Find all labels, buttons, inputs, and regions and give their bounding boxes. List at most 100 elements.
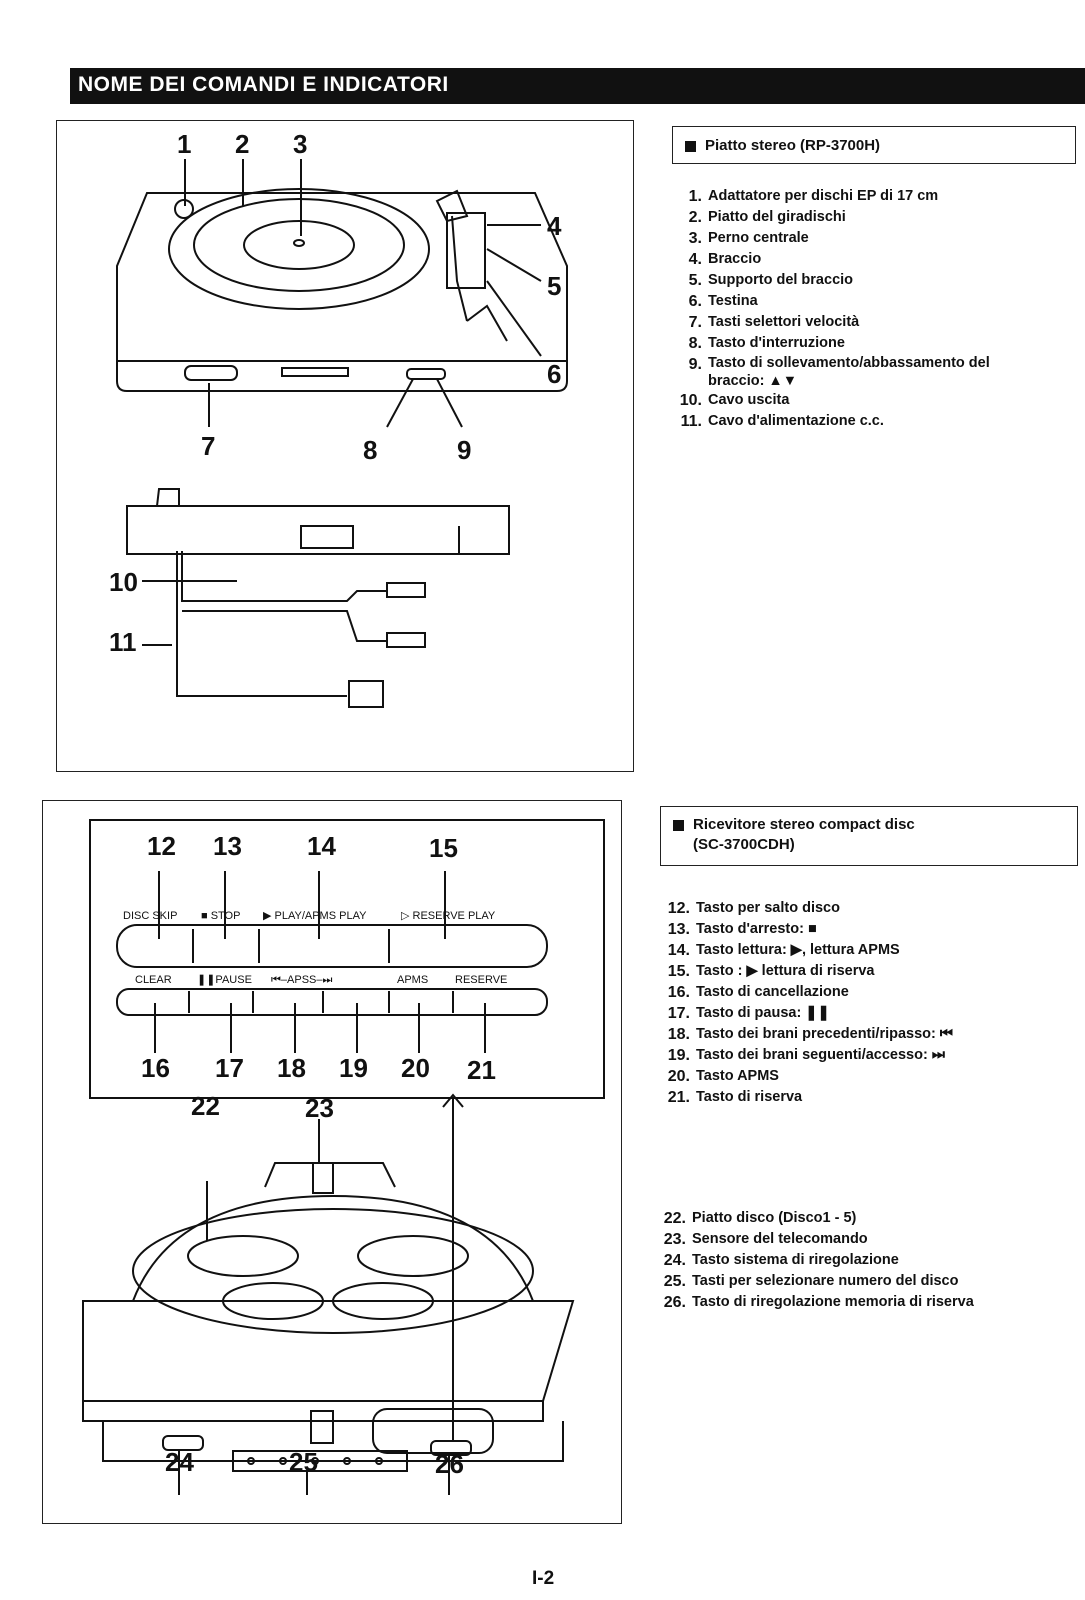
bottom-button-row: [116, 988, 548, 1016]
callout-3: 3: [293, 129, 308, 159]
disc-slot-4: [332, 1282, 434, 1320]
callout-24: 24: [165, 1447, 194, 1477]
tonearm: [451, 215, 468, 322]
list-item: 2.Piatto del giradischi: [688, 209, 846, 226]
panel-label-play: ▶ PLAY/APMS PLAY: [263, 910, 367, 922]
panel-label-disc-skip: DISC SKIP: [123, 910, 177, 922]
disc-select-buttons: [232, 1450, 408, 1472]
panel-label-reserve-play: ▷ RESERVE PLAY: [401, 910, 496, 922]
center-spindle: [293, 239, 305, 247]
panel-label-clear: CLEAR: [135, 974, 172, 986]
cd-receiver-figure: DISC SKIP ■ STOP ▶ PLAY/APMS PLAY ▷ RESE…: [42, 800, 622, 1524]
disc-slot-3: [222, 1282, 324, 1320]
list-item: 25.Tasti per selezionare numero del disc…: [663, 1273, 959, 1290]
power-cable: [176, 551, 347, 697]
callout-9: 9: [457, 435, 472, 465]
list-item: 11.Cavo d'alimentazione c.c.: [680, 413, 884, 430]
cue-buttons: [406, 368, 446, 380]
bullet-square-icon: [673, 820, 684, 831]
list-item: 19.Tasto dei brani seguenti/accesso: ⏭: [667, 1047, 945, 1064]
list-item: 4.Braccio: [688, 251, 762, 268]
list-item: 15.Tasto : ▶ lettura di riserva: [667, 963, 875, 980]
list-item: 5.Supporto del braccio: [688, 272, 854, 289]
callout-15: 15: [429, 833, 458, 863]
headshell: [435, 189, 469, 223]
disc-slot-2: [357, 1235, 469, 1277]
rca-plug-1: [386, 582, 426, 598]
callout-2: 2: [235, 129, 250, 159]
callout-16: 16: [141, 1053, 170, 1083]
callout-26: 26: [435, 1449, 464, 1479]
turntable-figure: 1 2 3 4 5 6 7 8 9 10 11: [56, 120, 634, 772]
reserve-panel: [372, 1408, 494, 1454]
output-cable-1: [181, 551, 387, 602]
callout-14: 14: [307, 831, 336, 861]
callout-20: 20: [401, 1053, 430, 1083]
output-cable-2: [182, 610, 387, 642]
bullet-square-icon: [685, 141, 696, 152]
list-item: 10.Cavo uscita: [679, 392, 790, 409]
list-item: 8.Tasto d'interruzione: [688, 335, 845, 352]
header-bar: NOME DEI COMANDI E INDICATORI: [70, 68, 1085, 104]
turntable-front: [116, 361, 568, 392]
rca-plug-2: [386, 632, 426, 648]
cd-controls-legend: 12.Tasto per salto disco 13.Tasto d'arre…: [666, 898, 1056, 1108]
receiver-body: [82, 1300, 575, 1402]
turntable-side: [126, 505, 510, 555]
control-panel-inset: DISC SKIP ■ STOP ▶ PLAY/APMS PLAY ▷ RESE…: [89, 819, 605, 1099]
panel-label-apss: ⏮–APSS–⏭: [271, 974, 332, 986]
disc-slot-1: [187, 1235, 299, 1277]
callout-22: 22: [191, 1091, 220, 1121]
cd-parts-legend: 22.Piatto disco (Disco1 - 5) 23.Sensore …: [662, 1208, 1062, 1313]
panel-label-apms: APMS: [397, 974, 428, 986]
callout-4: 4: [547, 211, 562, 241]
list-item: 12.Tasto per salto disco: [667, 900, 840, 917]
section-turntable-title: Piatto stereo (RP-3700H): [705, 137, 881, 154]
callout-6: 6: [547, 359, 562, 389]
list-item: 3.Perno centrale: [688, 230, 809, 247]
speed-button: [184, 365, 238, 381]
panel-label-pause: ❚❚PAUSE: [197, 974, 252, 986]
section-cd-title-line1: Ricevitore stereo compact disc: [693, 816, 915, 833]
list-item: 6.Testina: [688, 293, 758, 310]
list-item: 23.Sensore del telecomando: [663, 1231, 868, 1248]
list-item: 16.Tasto di cancellazione: [667, 984, 849, 1001]
turntable-legend: 1.Adattatore per dischi EP di 17 cm 2.Pi…: [678, 186, 1048, 432]
callout-25: 25: [289, 1447, 318, 1477]
callout-18: 18: [277, 1053, 306, 1083]
list-item: 14.Tasto lettura: ▶, lettura APMS: [667, 942, 900, 959]
callout-1: 1: [177, 129, 192, 159]
list-item: 22.Piatto disco (Disco1 - 5): [663, 1210, 857, 1227]
callout-12: 12: [147, 831, 176, 861]
section-turntable-heading: Piatto stereo (RP-3700H): [672, 126, 1076, 164]
callout-11: 11: [109, 627, 137, 657]
callout-21: 21: [467, 1055, 496, 1085]
panel-label-stop: ■ STOP: [201, 910, 240, 922]
list-item: 7.Tasti selettori velocità: [688, 314, 860, 331]
platter: [168, 188, 430, 310]
section-cd-title-line2: (SC-3700CDH): [693, 836, 795, 853]
power-plug: [348, 680, 384, 708]
section-cd-heading: Ricevitore stereo compact disc (SC-3700C…: [660, 806, 1078, 866]
reset-button: [162, 1435, 204, 1451]
callout-13: 13: [213, 831, 242, 861]
page-heading: NOME DEI COMANDI E INDICATORI: [78, 73, 449, 96]
control-panel-illustration: DISC SKIP ■ STOP ▶ PLAY/APMS PLAY ▷ RESE…: [116, 871, 548, 1053]
turntable-illustration: [116, 159, 568, 708]
remote-sensor: [312, 1162, 334, 1194]
list-item: 17.Tasto di pausa: ❚❚: [667, 1005, 830, 1022]
callout-8: 8: [363, 435, 378, 465]
callout-19: 19: [339, 1053, 368, 1083]
list-item: 13.Tasto d'arresto: ■: [667, 921, 817, 938]
arm-base: [446, 212, 486, 289]
list-item: 18.Tasto dei brani precedenti/ripasso: ⏮: [667, 1026, 953, 1043]
cd-receiver-illustration: [82, 1093, 575, 1495]
list-item: 9.Tasto di sollevamento/abbassamento del…: [688, 355, 990, 389]
list-item: 1.Adattatore per dischi EP di 17 cm: [688, 188, 939, 205]
callout-7: 7: [201, 431, 216, 461]
callout-10: 10: [109, 567, 138, 597]
panel-label-reserve: RESERVE: [455, 974, 507, 986]
list-item: 26.Tasto di riregolazione memoria di ris…: [663, 1294, 974, 1311]
disc-tray: [132, 1194, 534, 1302]
list-item: 21.Tasto di riserva: [667, 1089, 803, 1106]
